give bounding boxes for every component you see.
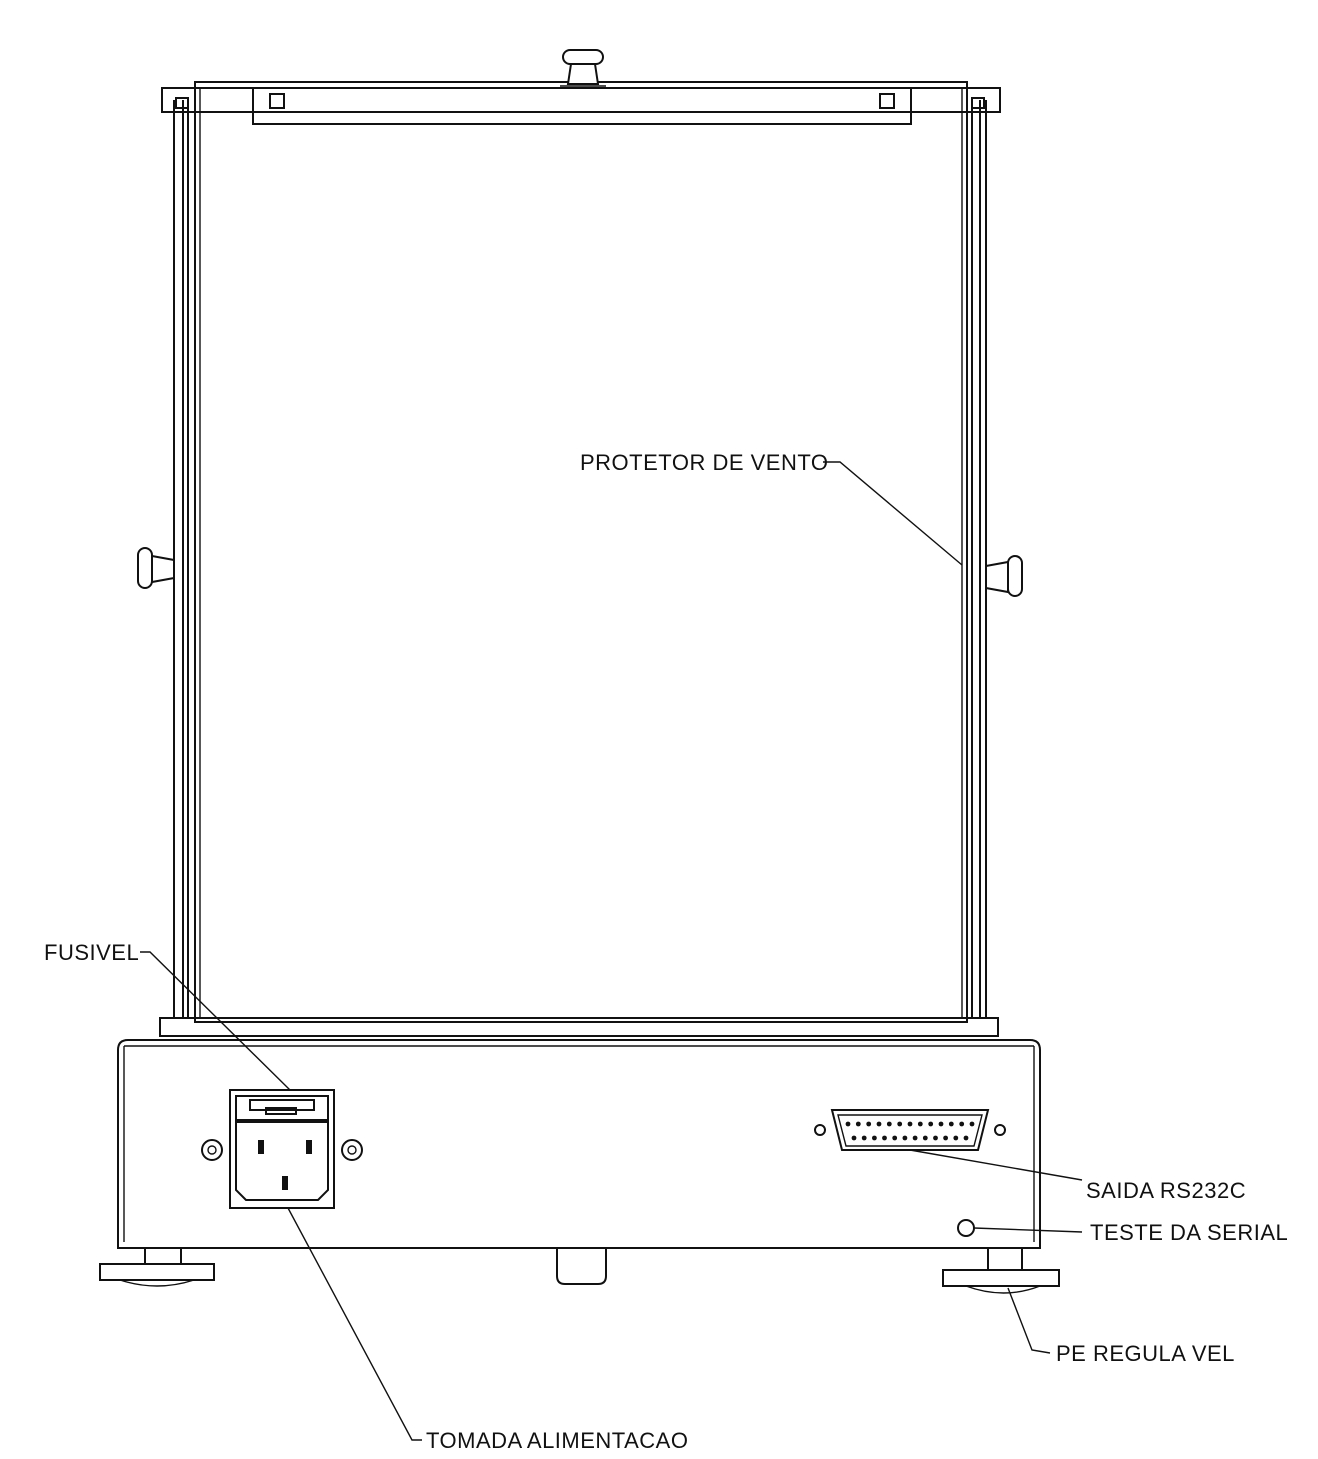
db25-bottom-pin-6 [902, 1135, 908, 1141]
db25-top-pin-8 [917, 1121, 923, 1127]
center-foot [556, 1248, 607, 1285]
db25-top-pin-10 [938, 1121, 944, 1127]
db25-top-pin-13 [969, 1121, 975, 1127]
db25-top-pin-7 [907, 1121, 913, 1127]
db25-top-pin-2 [855, 1121, 861, 1127]
db25-bottom-pin-8 [922, 1135, 928, 1141]
top-knob-icon [560, 49, 606, 87]
label-saida-rs232c: SAIDA RS232C [1086, 1178, 1246, 1203]
db25-bottom-pin-12 [963, 1135, 969, 1141]
db25-bottom-pin-7 [912, 1135, 918, 1141]
db25-bottom-pin-2 [861, 1135, 867, 1141]
db25-connector-icon [814, 1109, 1006, 1151]
db25-top-pin-4 [876, 1121, 882, 1127]
db25-bottom-pin-5 [892, 1135, 898, 1141]
db25-top-pin-5 [886, 1121, 892, 1127]
leader-lines [140, 461, 1083, 1441]
label-pe-regulavel: PE REGULA VEL [1056, 1341, 1235, 1366]
db25-top-pin-1 [845, 1121, 851, 1127]
db25-top-pin-9 [928, 1121, 934, 1127]
wind-protector [161, 81, 1001, 1023]
label-tomada-alimentacao: TOMADA ALIMENTACAO [426, 1428, 688, 1453]
db25-bottom-pin-4 [882, 1135, 887, 1141]
db25-bottom-pin-11 [953, 1135, 959, 1141]
adjustable-foot-right [942, 1247, 1060, 1294]
db25-top-pin-12 [959, 1121, 965, 1127]
db25-top-pin-3 [866, 1121, 872, 1127]
db25-bottom-pin-9 [933, 1135, 938, 1141]
left-knob-icon [137, 547, 175, 589]
db25-top-pin-6 [897, 1121, 903, 1127]
db25-bottom-pin-3 [872, 1135, 877, 1141]
db25-bottom-pin-1 [851, 1135, 857, 1141]
db25-bottom-pin-10 [943, 1135, 948, 1141]
label-protetor-de-vento: PROTETOR DE VENTO [580, 450, 829, 475]
db25-top-pin-11 [948, 1121, 954, 1127]
base-housing [117, 1017, 1041, 1249]
adjustable-foot-left [99, 1247, 215, 1287]
power-socket-icon [201, 1089, 363, 1209]
serial-test-port-icon [957, 1219, 975, 1237]
label-teste-da-serial: TESTE DA SERIAL [1090, 1220, 1288, 1245]
right-knob-icon [985, 555, 1023, 597]
label-fusivel: FUSIVEL [44, 940, 139, 965]
